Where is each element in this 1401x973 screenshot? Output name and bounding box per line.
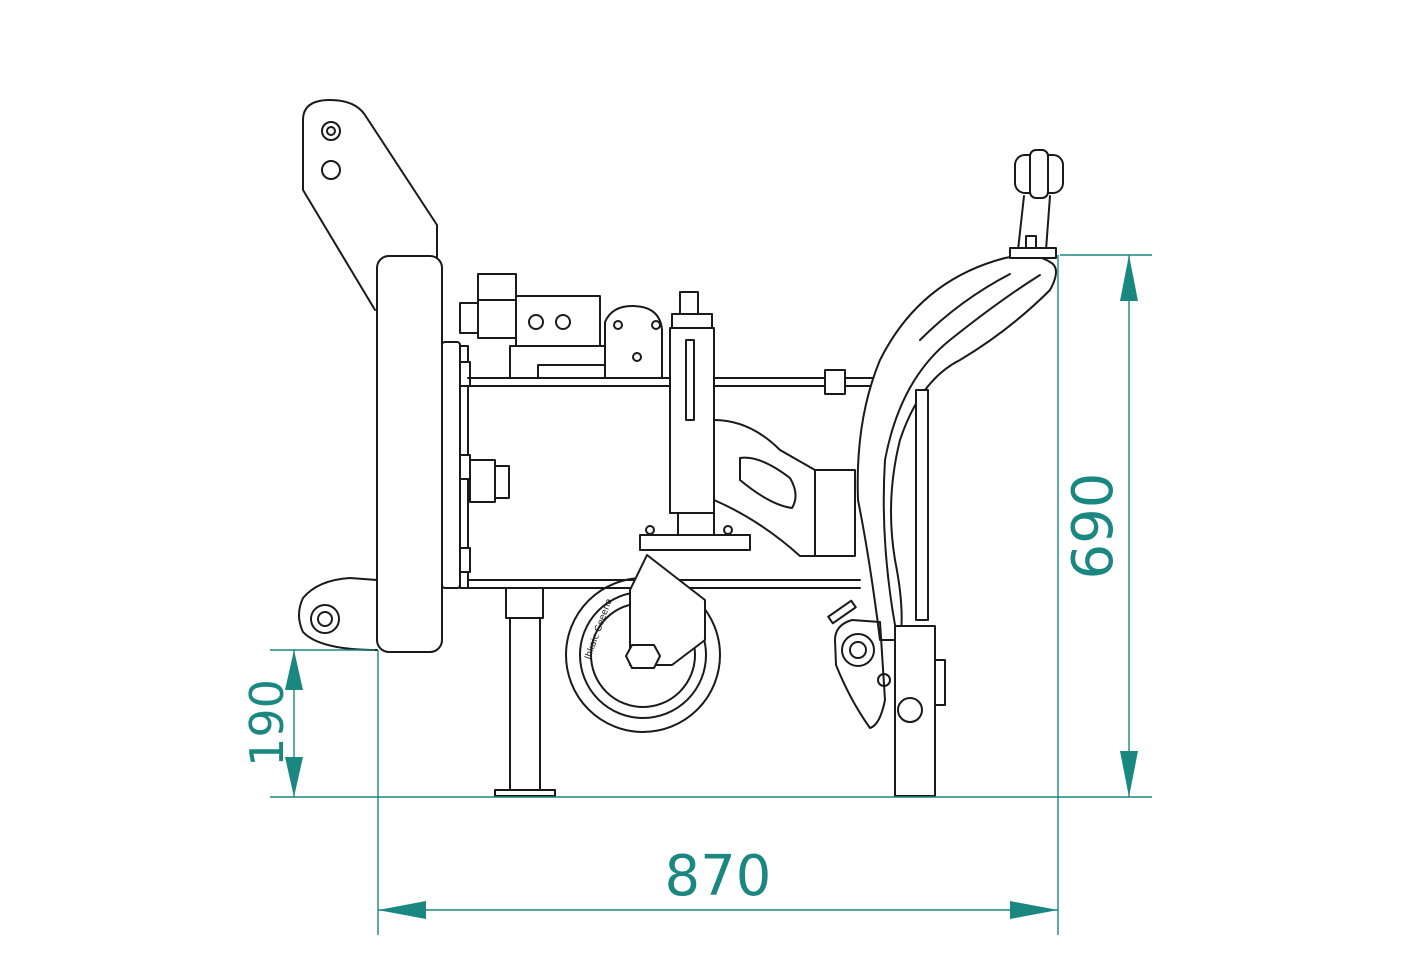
height-label: 690 [1061,473,1126,580]
parking-stand [494,587,556,797]
caster-post [639,291,751,551]
snow-plow-side-view: Jhkaic Geeena [298,99,1064,797]
plate-bolts [459,361,510,573]
skid-shoe [877,625,946,797]
width-dimension: 870 [378,844,1058,919]
hydraulic-valve [459,273,663,379]
pivot-arm [713,419,856,557]
mount-plate [298,255,469,653]
wheel-marking-text: Jhkaic Geeena [583,597,615,662]
height-dimension: 690 [1061,255,1138,797]
lower-pivot [824,369,886,729]
plow-blade [856,254,1057,641]
blade-handle [1009,149,1064,259]
top-mount-bracket [302,99,438,311]
clearance-dimension: 190 [240,650,303,797]
clearance-label: 190 [240,679,294,767]
dimension-lines: 870 690 190 [240,254,1152,935]
caster-wheel: Jhkaic Geeena [565,554,721,733]
width-label: 870 [665,844,772,909]
